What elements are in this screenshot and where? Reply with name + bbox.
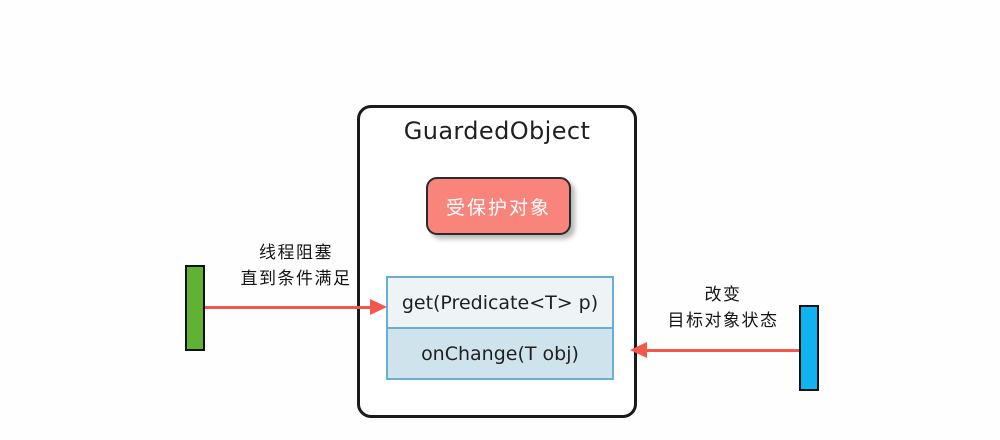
- annotation-right: 改变 目标对象状态: [648, 282, 798, 334]
- page-title: GuardedObject: [403, 117, 591, 145]
- protected-object-label: 受保护对象: [445, 196, 551, 219]
- annotation-right-line-1: 改变: [704, 285, 742, 305]
- annotation-left: 线程阻塞 直到条件满足: [196, 240, 396, 292]
- method-box-get: get(Predicate<T> p): [386, 276, 614, 328]
- arrow-line-to-get: [205, 306, 374, 309]
- method-box-onchange: onChange(T obj): [386, 328, 614, 380]
- annotation-right-line-2: 目标对象状态: [667, 311, 779, 331]
- arrow-head-to-get: [370, 299, 387, 315]
- method-label-get: get(Predicate<T> p): [401, 291, 599, 314]
- thread-bar-waiting: [185, 265, 205, 351]
- method-label-onchange: onChange(T obj): [421, 342, 579, 365]
- annotation-left-line-2: 直到条件满足: [240, 269, 352, 289]
- protected-object-node: 受保护对象: [426, 177, 571, 235]
- arrow-head-to-onchange: [630, 342, 647, 358]
- annotation-left-line-1: 线程阻塞: [259, 243, 333, 263]
- thread-bar-notifying: [799, 305, 819, 391]
- arrow-line-to-onchange: [647, 349, 799, 352]
